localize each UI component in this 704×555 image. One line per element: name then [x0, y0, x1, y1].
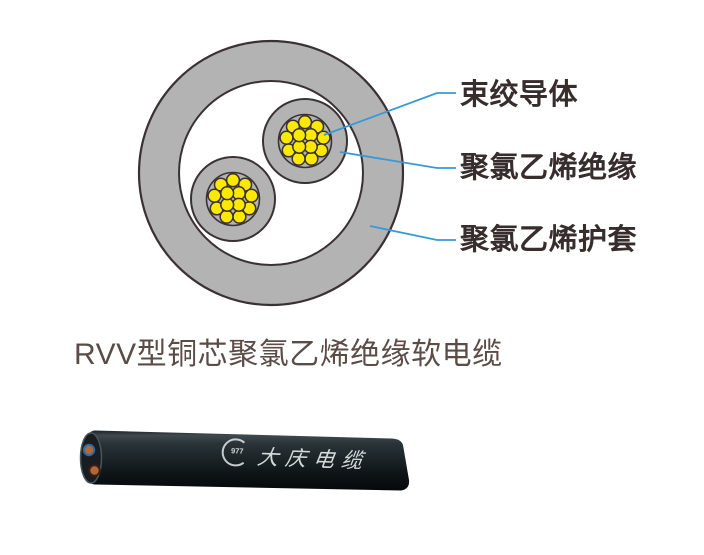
- brand-calligraphy: 大庆电缆: [256, 446, 371, 473]
- caption-cable-type: RVV型铜芯聚氯乙烯绝缘软电缆: [74, 338, 503, 371]
- leader-line-conductor: [323, 92, 456, 136]
- cross-section-diagram: [137, 39, 456, 307]
- label-stranded-conductor: 束绞导体: [460, 79, 579, 111]
- cable-photo: 977 大庆电缆: [79, 430, 410, 491]
- cut-face-core-bottom: [88, 464, 101, 477]
- leader-line-insulation: [339, 151, 456, 169]
- label-pvc-sheath: 聚氯乙烯护套: [460, 224, 638, 256]
- core-upper-right: [262, 98, 348, 184]
- cable-body: 977 大庆电缆: [79, 430, 410, 491]
- label-pvc-insulation: 聚氯乙烯绝缘: [460, 152, 638, 184]
- core-lower-left: [190, 156, 276, 242]
- crescent-logo-icon: [221, 438, 246, 467]
- brand-number: 977: [231, 446, 244, 455]
- brand-marking: 977 大庆电缆: [221, 438, 371, 473]
- leader-line-sheath: [369, 225, 456, 241]
- cut-face-core-top: [82, 443, 96, 457]
